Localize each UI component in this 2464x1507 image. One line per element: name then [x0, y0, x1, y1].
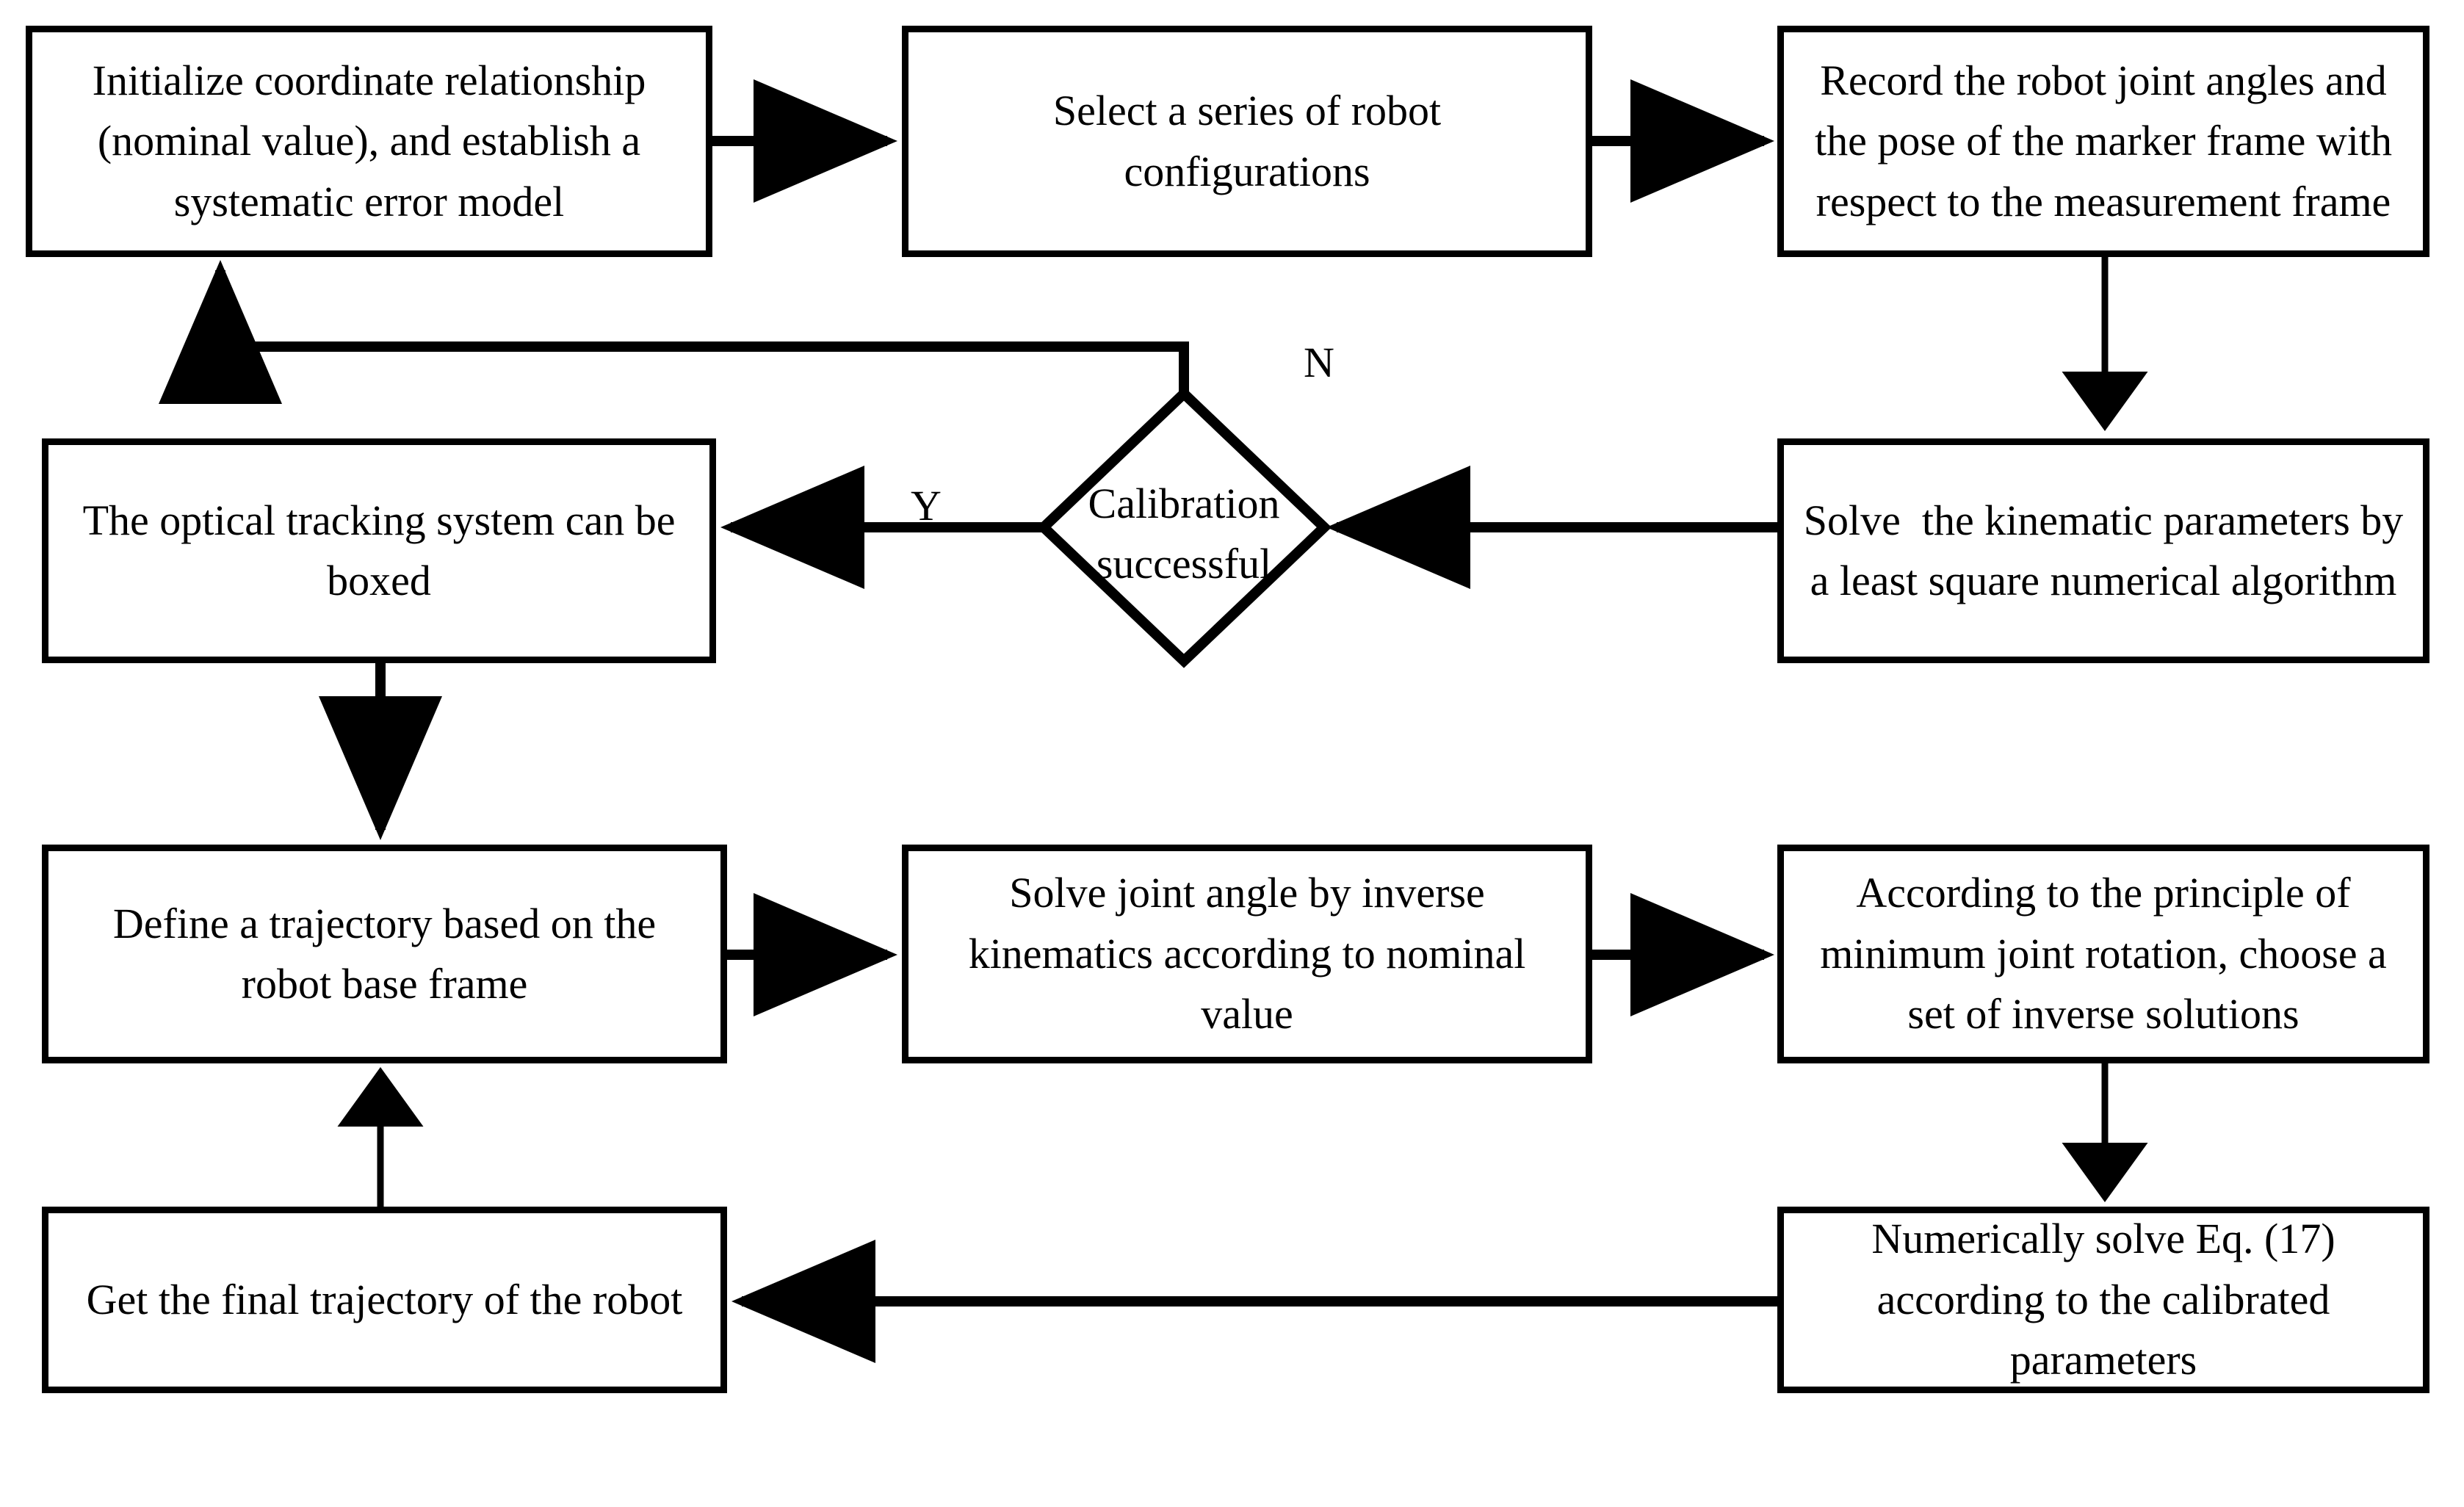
decision-diamond-calibration[interactable] — [1036, 386, 1332, 668]
node-init-label: Initialize coordinate relationship (nomi… — [92, 56, 657, 225]
node-select-configs-label: Select a series of robot configurations — [1052, 87, 1452, 195]
node-solve-joint-angle-label: Solve joint angle by inverse kinematics … — [968, 869, 1536, 1038]
node-numeric-eq17[interactable]: Numerically solve Eq. (17) according to … — [1777, 1207, 2429, 1393]
node-init[interactable]: Initialize coordinate relationship (nomi… — [26, 26, 712, 257]
node-final-trajectory[interactable]: Get the final trajectory of the robot — [42, 1207, 727, 1393]
node-record-angles[interactable]: Record the robot joint angles and the po… — [1777, 26, 2429, 257]
node-numeric-eq17-label: Numerically solve Eq. (17) according to … — [1871, 1215, 2346, 1384]
node-solve-kinematic[interactable]: Solve the kinematic parameters by a leas… — [1777, 438, 2429, 663]
edge-label-no: N — [1304, 339, 1334, 386]
node-optical-boxed[interactable]: The optical tracking system can be boxed — [42, 438, 716, 663]
node-solve-joint-angle[interactable]: Solve joint angle by inverse kinematics … — [902, 845, 1592, 1063]
edge-label-yes: Y — [911, 482, 942, 530]
node-calibration-check-label: Calibration successful — [1088, 480, 1280, 588]
node-define-trajectory-label: Define a trajectory based on the robot b… — [112, 899, 667, 1008]
node-define-trajectory[interactable]: Define a trajectory based on the robot b… — [42, 845, 727, 1063]
node-min-rotation[interactable]: According to the principle of minimum jo… — [1777, 845, 2429, 1063]
node-select-configs[interactable]: Select a series of robot configurations — [902, 26, 1592, 257]
node-record-angles-label: Record the robot joint angles and the po… — [1815, 56, 2403, 225]
node-min-rotation-label: According to the principle of minimum jo… — [1820, 869, 2398, 1038]
node-optical-boxed-label: The optical tracking system can be boxed — [82, 496, 686, 604]
edge-calibration-check-to-init-no — [159, 260, 1189, 404]
node-solve-kinematic-label: Solve the kinematic parameters by a leas… — [1803, 496, 2414, 604]
node-final-trajectory-label: Get the final trajectory of the robot — [86, 1275, 683, 1323]
